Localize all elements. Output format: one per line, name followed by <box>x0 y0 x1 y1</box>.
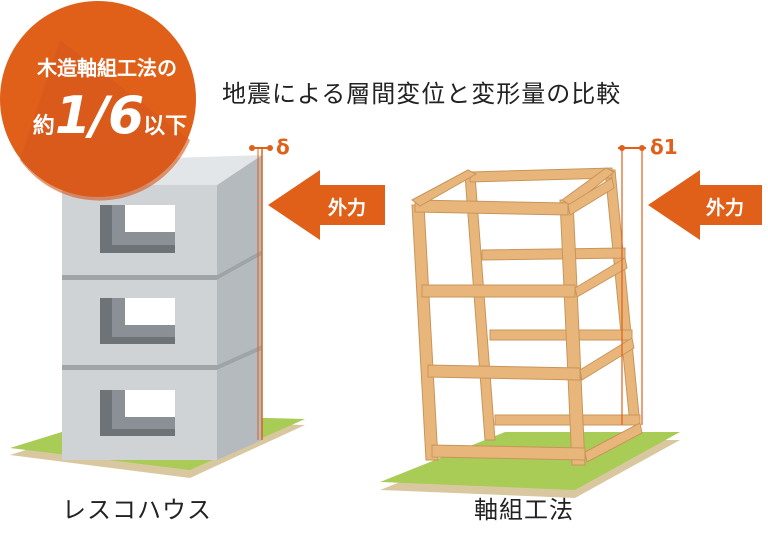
left-force-label: 外力 <box>328 197 367 219</box>
right-force-arrow <box>648 170 762 240</box>
left-delta-label: δ <box>276 135 290 159</box>
left-delta-marker <box>249 145 273 151</box>
right-delta-label: δ1 <box>650 135 678 159</box>
page-title: 地震による層間変位と変形量の比較 <box>222 80 622 108</box>
right-force-label: 外力 <box>706 197 745 219</box>
right-displacement-lines <box>618 145 646 425</box>
window <box>100 205 175 253</box>
window <box>100 390 175 436</box>
resco-house-label: レスコハウス <box>62 496 212 524</box>
badge-value: 1/6 <box>54 86 144 146</box>
badge-prefix: 約 <box>32 114 55 139</box>
window <box>100 298 175 344</box>
resco-house-building <box>62 148 263 460</box>
badge-ratio: 約1/6以下 <box>30 86 190 146</box>
wooden-frame-label: 軸組工法 <box>474 496 574 524</box>
badge-line1: 木造軸組工法の <box>37 56 177 80</box>
left-force-arrow <box>268 170 385 240</box>
ratio-badge <box>0 1 196 201</box>
badge-suffix: 以下 <box>143 114 188 139</box>
wooden-frame-structure <box>411 167 643 466</box>
